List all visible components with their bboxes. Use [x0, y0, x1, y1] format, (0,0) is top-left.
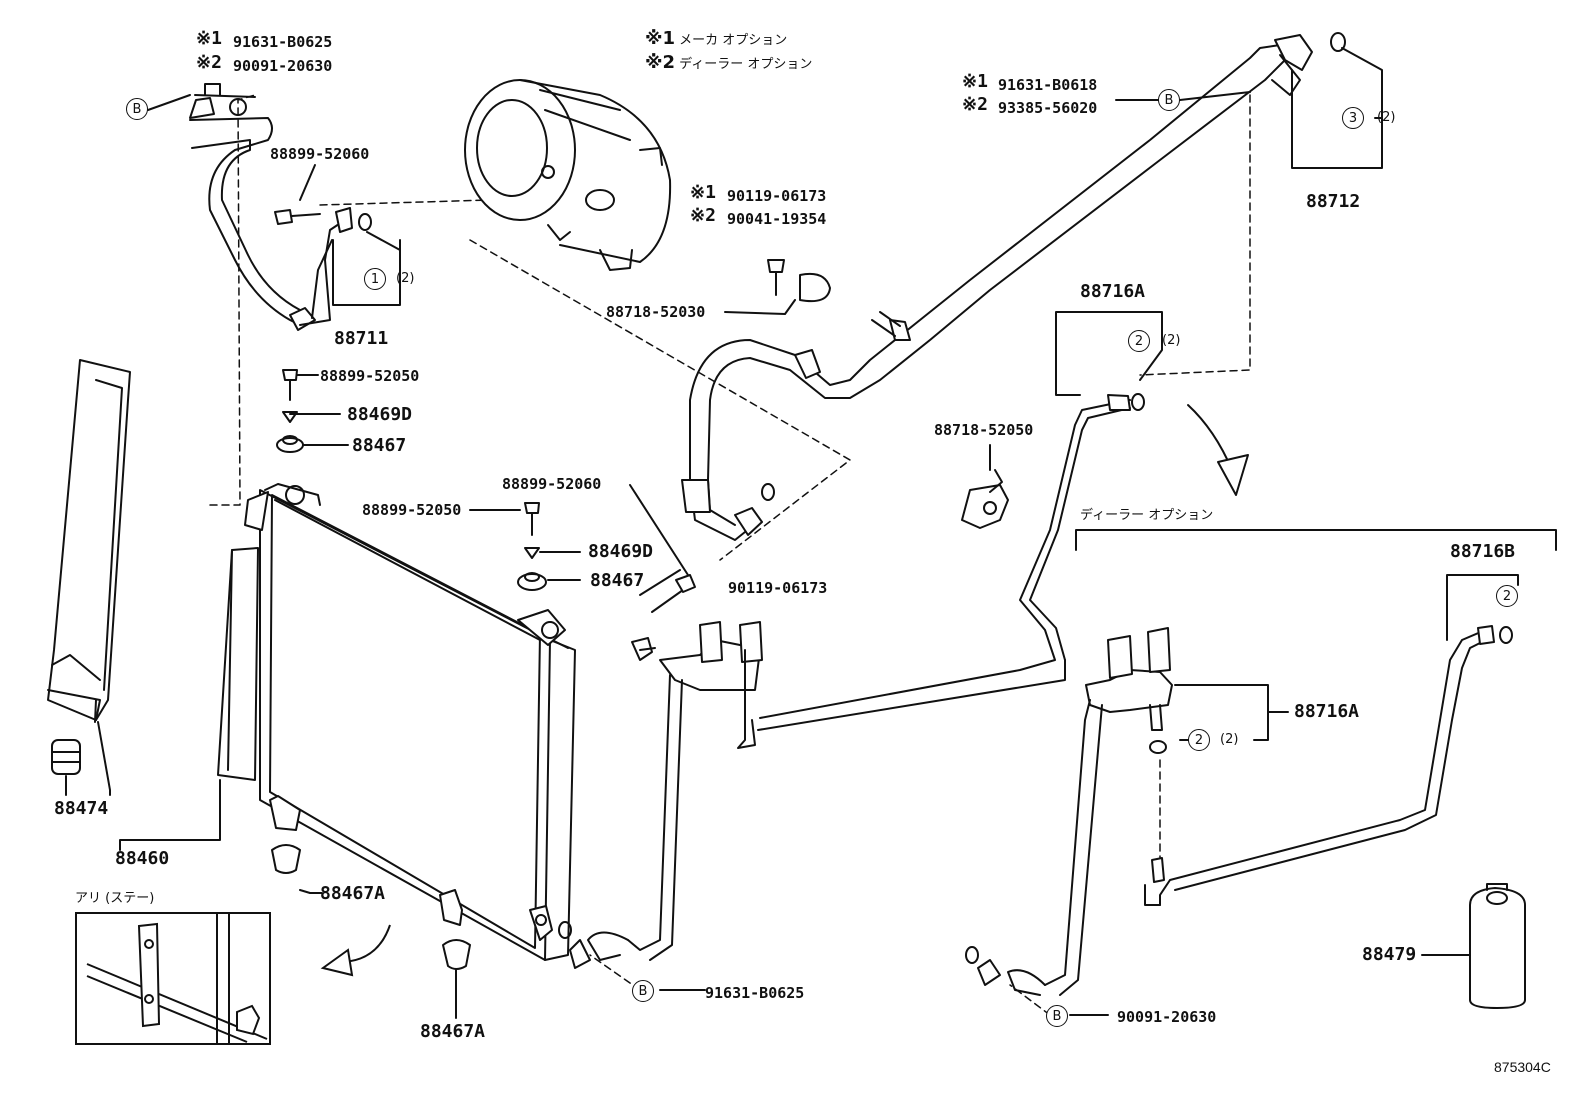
callout-3: 3 — [1342, 107, 1364, 129]
part-88718-52050: 88718-52050 — [934, 421, 1034, 439]
qty-88711: (2) — [396, 271, 415, 286]
cap-88474 — [51, 739, 81, 775]
part-88469D-lower: 88469D — [588, 541, 654, 562]
part-88716B: 88716B — [1450, 541, 1516, 562]
part-90091-20630: 90091-20630 — [1117, 1008, 1217, 1026]
bolt-stack-lower — [517, 502, 547, 591]
star2-mark-tl: ※2 — [196, 52, 222, 73]
refrigerant-can — [1469, 883, 1526, 1009]
callout-b-condenser: B — [632, 980, 654, 1002]
suction-hose-upper-left — [189, 83, 372, 331]
part-90041-19354: 90041-19354 — [727, 210, 827, 228]
callout-2-right: 2 — [1188, 729, 1210, 751]
bumper-88467A-left — [271, 844, 301, 874]
part-93385-56020: 93385-56020 — [998, 99, 1098, 117]
part-91631-B0618: 91631-B0618 — [998, 76, 1098, 94]
ac-compressor — [464, 79, 672, 271]
compressor-bolt-clamp — [724, 259, 831, 315]
inset-title: アリ (ステー) — [75, 891, 155, 906]
part-88899-52060-lower: 88899-52060 — [502, 475, 602, 493]
condenser — [217, 483, 576, 961]
callout-b-top-left: B — [126, 98, 148, 120]
part-88899-52050-upper: 88899-52050 — [320, 367, 420, 385]
callout-2-88716B: 2 — [1496, 585, 1518, 607]
qty-88712: (2) — [1377, 110, 1396, 125]
dealer-option-arrow — [1187, 404, 1249, 496]
part-88467-upper: 88467 — [352, 435, 407, 456]
stay-detail-drawing — [86, 914, 268, 1043]
part-90091-20630-top: 90091-20630 — [233, 57, 333, 75]
part-88899-52050-lower: 88899-52050 — [362, 501, 462, 519]
tube-88716B — [1144, 625, 1513, 906]
part-91631-B0625-top: 91631-B0625 — [233, 33, 333, 51]
part-88716A-top: 88716A — [1080, 281, 1146, 302]
star2-mark-comp: ※2 — [690, 205, 716, 226]
illustration-reference: 875304C — [1494, 1059, 1551, 1075]
star1-mark-tl: ※1 — [196, 28, 222, 49]
part-88467A-right: 88467A — [420, 1021, 486, 1042]
part-90119-06173: 90119-06173 — [728, 579, 828, 597]
qty-88716A-right: (2) — [1220, 732, 1239, 747]
part-88716A-right: 88716A — [1294, 701, 1360, 722]
bolt-90119 — [629, 484, 696, 661]
dealer-option-bracket — [1075, 529, 1557, 551]
star1-mark-comp: ※1 — [690, 182, 716, 203]
discharge-hose — [681, 32, 1346, 541]
qty-88716A-top: (2) — [1162, 333, 1181, 348]
part-88467-lower: 88467 — [590, 570, 645, 591]
callout-b-dealer: B — [1046, 1005, 1068, 1027]
star1-mark-tr: ※1 — [962, 71, 988, 92]
part-88467A-left: 88467A — [320, 883, 386, 904]
star2-mark-tr: ※2 — [962, 94, 988, 115]
part-88712: 88712 — [1306, 191, 1361, 212]
part-88460: 88460 — [115, 848, 170, 869]
part-88899-52060-upper: 88899-52060 — [270, 145, 370, 163]
part-90119-06173-comp: 90119-06173 — [727, 187, 827, 205]
part-88479: 88479 — [1362, 944, 1417, 965]
callout-1: 1 — [364, 268, 386, 290]
liquid-tube — [558, 393, 1145, 969]
dealer-option-block — [965, 627, 1173, 996]
air-duct-seal — [47, 359, 131, 723]
part-88474: 88474 — [54, 798, 109, 819]
bumper-88467A-right — [442, 939, 471, 970]
part-88711: 88711 — [334, 328, 389, 349]
dealer-option-caption: ディーラー オプション — [1080, 508, 1214, 523]
maker-option-legend: ※1 メーカ オプション — [645, 28, 788, 49]
inset-arrow — [320, 924, 391, 977]
callout-2-top: 2 — [1128, 330, 1150, 352]
callout-b-top-right: B — [1158, 89, 1180, 111]
part-91631-B0625: 91631-B0625 — [705, 984, 805, 1002]
part-88469D-upper: 88469D — [347, 404, 413, 425]
bolt-stack-upper — [276, 369, 304, 453]
dealer-option-legend: ※2 ディーラー オプション — [645, 52, 813, 73]
part-88718-52030: 88718-52030 — [606, 303, 706, 321]
bracket-88718-52050 — [961, 444, 1009, 529]
stay-detail-inset — [75, 912, 271, 1045]
